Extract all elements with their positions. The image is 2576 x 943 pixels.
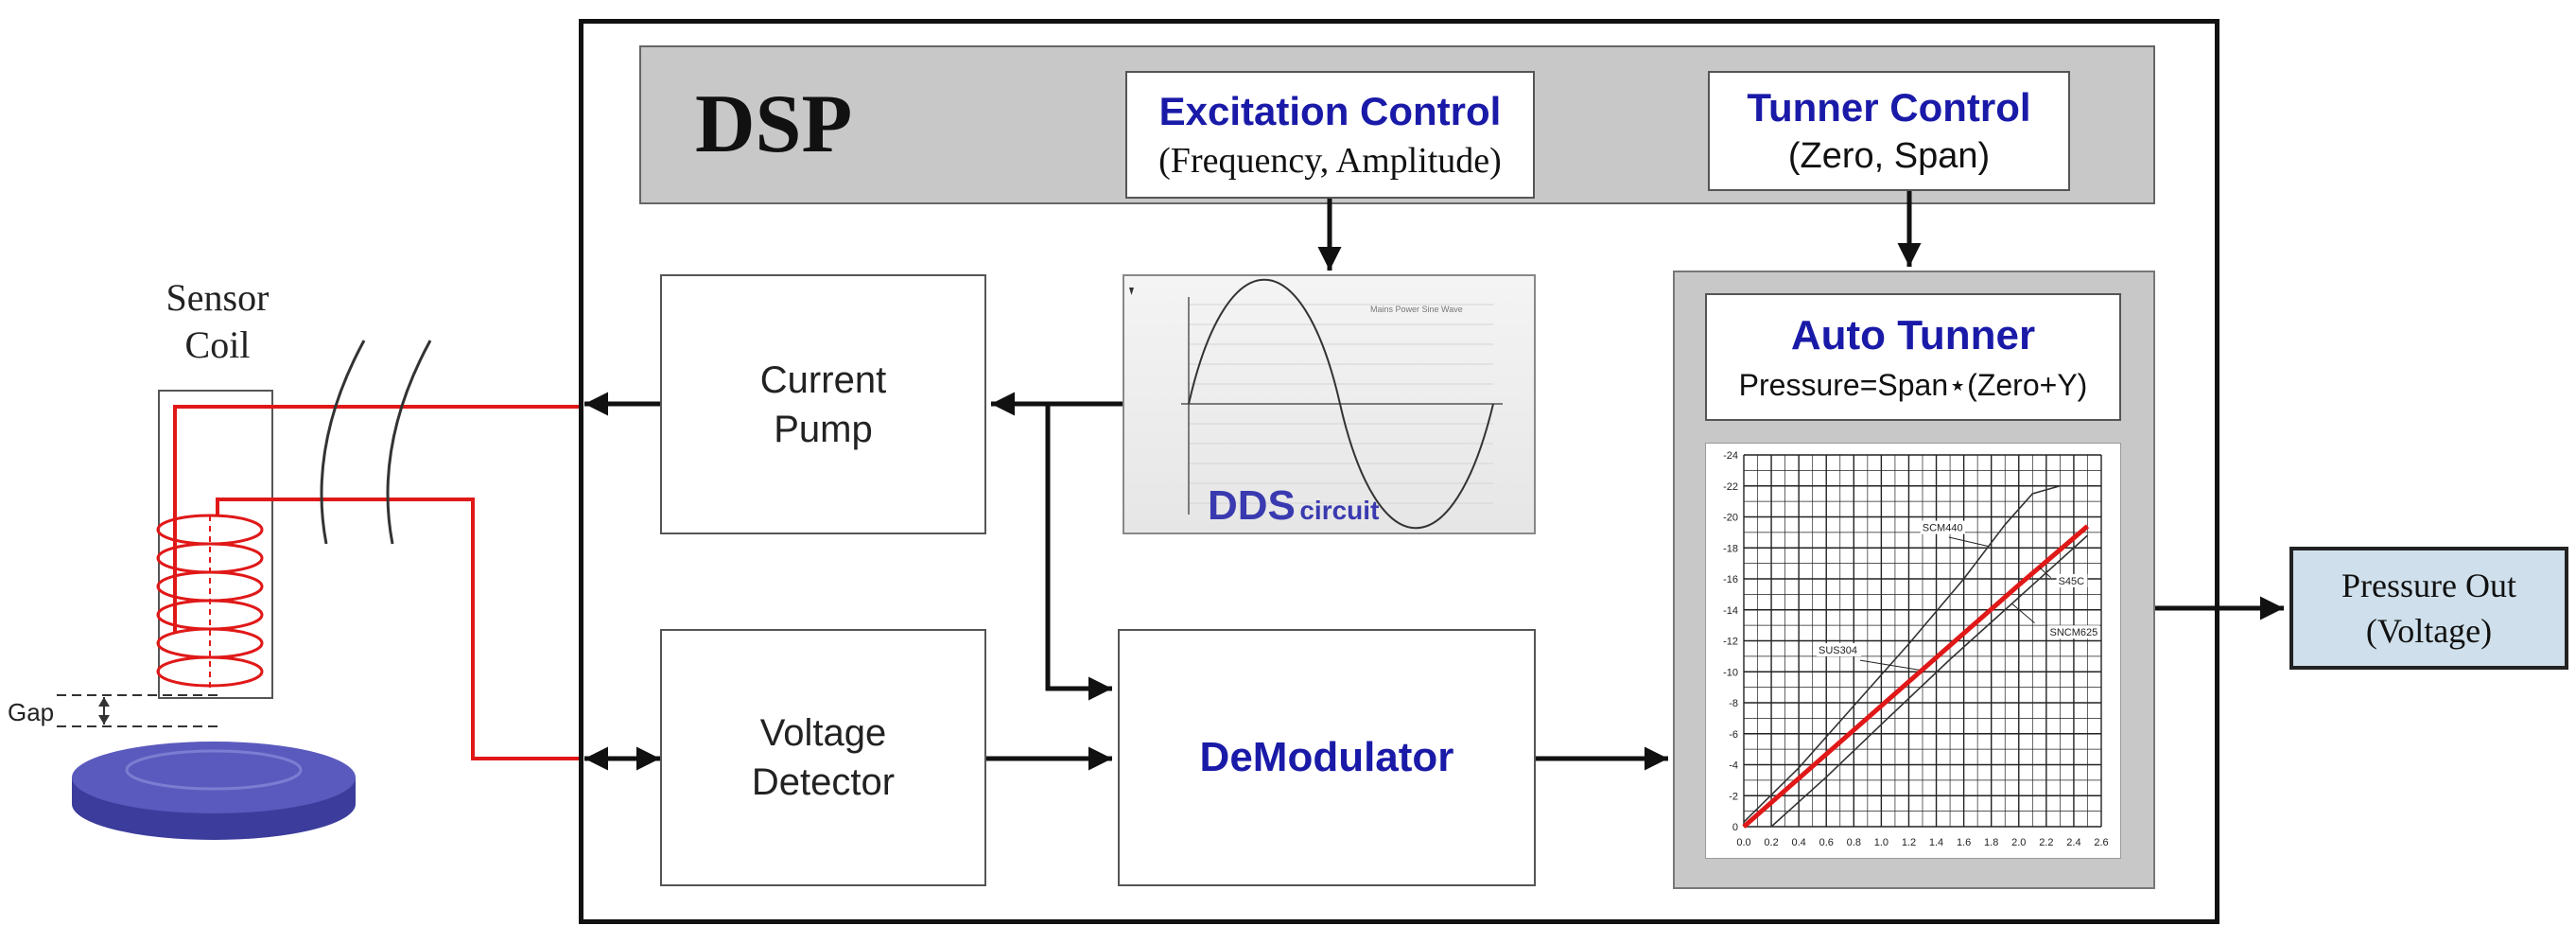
x-tick-label: 0.2 (1764, 837, 1778, 848)
x-tick-label: 0.6 (1819, 837, 1834, 848)
x-tick-label: 1.8 (1984, 837, 1998, 848)
x-tick-label: 0.8 (1847, 837, 1861, 848)
y-tick-label: -22 (1723, 481, 1738, 493)
tuner-control-subtitle: (Zero, Span) (1787, 136, 1991, 176)
x-tick-label: 0.0 (1736, 837, 1750, 848)
y-tick-label: -10 (1723, 667, 1738, 678)
excitation-control-title: Excitation Control (1158, 88, 1502, 133)
x-tick-label: 2.0 (2011, 837, 2026, 848)
y-tick-label: -24 (1723, 450, 1738, 462)
series-label-sncm625: SNCM625 (2050, 627, 2098, 638)
y-tick-label: -16 (1723, 574, 1738, 585)
y-tick-label: -8 (1729, 698, 1738, 709)
sensor-title-line2: Coil (184, 323, 251, 366)
auto-tunner-formula: Pressure=Span⋆(Zero+Y) (1738, 367, 2088, 402)
coil-frame (158, 390, 273, 699)
coil-wire-bottom (216, 498, 582, 760)
x-tick-label: 1.4 (1929, 837, 1943, 848)
series-leader-scm440 (1948, 536, 1989, 548)
wire-break-mark (320, 340, 366, 545)
y-tick-label: -20 (1723, 513, 1738, 524)
series-leader-sncm625 (2011, 602, 2035, 623)
auto-tunner-title: Auto Tunner (1790, 311, 2036, 358)
voltage-detector-line1: Voltage (759, 712, 887, 754)
excitation-control-box: Excitation Control (Frequency, Amplitude… (1125, 71, 1535, 199)
dds-sine-wave (1188, 279, 1494, 529)
series-line-sncm625 (1770, 534, 2088, 828)
y-tick-label: -14 (1723, 605, 1738, 617)
x-tick-label: 1.2 (1902, 837, 1916, 848)
series-label-bg (1920, 520, 1965, 534)
dsp-frame (579, 19, 2219, 924)
pressure-out-line2: (Voltage) (2365, 612, 2493, 650)
y-tick-label: -4 (1729, 760, 1738, 772)
dds-sine-plot: Mains Power Sine Wave (1129, 279, 1503, 529)
y-tick-label: -2 (1729, 791, 1738, 802)
coil-wire-top (173, 405, 582, 632)
series-label-bg (2047, 625, 2099, 639)
pressure-out-line1: Pressure Out (2341, 567, 2516, 604)
series-line-scm440 (1743, 484, 2088, 823)
pressure-chart: 0.0 0.2 0.4 0.6 0.8 1.0 1.2 1.4 1.6 1.8 2.0 2.2 2.4 2… (1723, 450, 2109, 848)
voltage-detector-line2: Detector (751, 761, 896, 803)
series-label-bg (2056, 573, 2088, 587)
x-tick-label: 1.0 (1874, 837, 1888, 848)
series-line-s45c (1742, 524, 2090, 829)
excitation-control-subtitle: (Frequency, Amplitude) (1158, 140, 1502, 181)
y-tick-label: 0 (1732, 822, 1738, 833)
demodulator-block: DeModulator (1118, 629, 1536, 886)
current-pump-line1: Current (759, 358, 887, 401)
series-label-bg (1817, 642, 1862, 656)
sensor-coil-diagram (57, 340, 582, 840)
voltage-detector-block: Voltage Detector (660, 629, 986, 886)
dds-title-suffix: circuit (1299, 496, 1380, 525)
x-tick-label: 2.6 (2094, 837, 2108, 848)
gap-label: Gap (8, 698, 55, 726)
x-tick-label: 0.4 (1792, 837, 1806, 848)
dds-title: DDS circuit (1208, 482, 1379, 530)
x-tick-label: 2.2 (2039, 837, 2053, 848)
dds-circuit-box: Mains Power Sine Wave DDS circuit (1123, 274, 1536, 534)
pressure-out-box: Pressure Out (Voltage) (2289, 547, 2568, 670)
tuner-control-box: Tunner Control (Zero, Span) (1708, 71, 2070, 191)
auto-tunner-title-box: Auto Tunner Pressure=Span⋆(Zero+Y) (1705, 293, 2121, 421)
dds-wave-label: Mains Power Sine Wave (1370, 305, 1463, 314)
dds-to-demodulator-arrow (1045, 404, 1112, 701)
current-pump-line2: Pump (774, 408, 873, 450)
target-disk (72, 742, 356, 840)
sensor-coil-title: Sensor Coil (132, 270, 303, 374)
series-label-scm440: SCM440 (1923, 523, 1963, 534)
demodulator-label: DeModulator (1199, 734, 1454, 780)
series-label-sus304: SUS304 (1819, 645, 1857, 656)
tuner-control-title: Tunner Control (1747, 85, 2031, 130)
x-tick-label: 1.6 (1957, 837, 1971, 848)
series-label-s45c: S45C (2059, 576, 2085, 587)
y-tick-label: -12 (1723, 637, 1738, 648)
current-pump-block: Current Pump (660, 274, 986, 534)
dds-title-main: DDS (1208, 482, 1296, 529)
pressure-chart-box: 0.0 0.2 0.4 0.6 0.8 1.0 1.2 1.4 1.6 1.8 2.0 2.2 2.4 2… (1705, 443, 2121, 859)
y-tick-label: -18 (1723, 543, 1738, 554)
x-tick-label: 2.4 (2066, 837, 2080, 848)
series-leader-sus304 (1859, 659, 1923, 672)
series-leader-s45c (2039, 567, 2051, 579)
dsp-title: DSP (695, 79, 853, 170)
y-tick-label: -6 (1729, 729, 1738, 741)
sensor-title-line1: Sensor (165, 276, 270, 319)
